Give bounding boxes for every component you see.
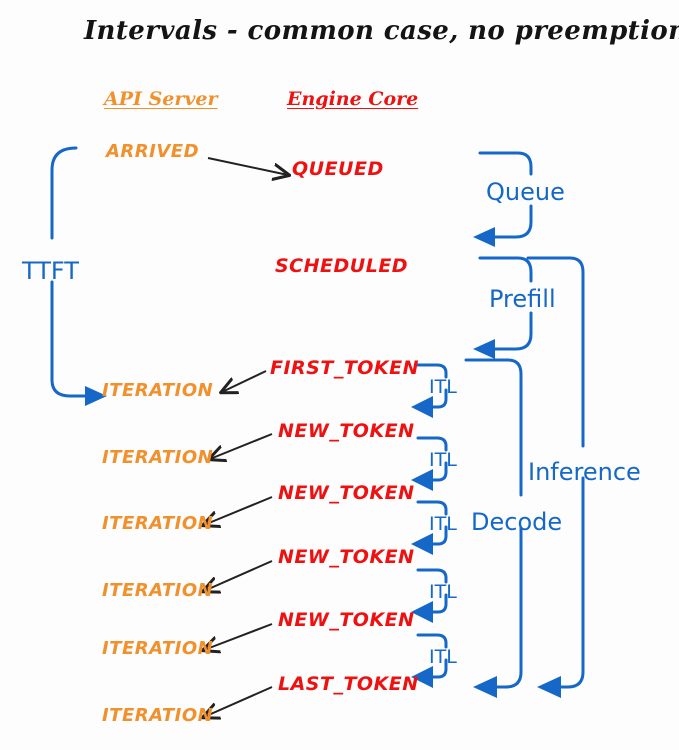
column-header-engine-core: Engine Core [287,88,419,110]
queue-bracket [478,151,533,239]
engine-state-scheduled: SCHEDULED [275,255,409,277]
api-state-iteration: ITERATION [102,380,214,401]
page-title: Intervals - common case, no preemptions [84,16,679,46]
decode-bracket [464,358,523,689]
engine-state-new-token: NEW_TOKEN [278,420,415,442]
queue-arrowhead [473,227,495,247]
ttft-arrowhead [85,386,107,406]
api-state-arrived: ARRIVED [106,141,200,162]
interval-label-queue: Queue [486,178,565,206]
arrow-arrived-to-queued [207,157,288,175]
inference-arrowhead [537,676,561,698]
interval-label-itl: ITL [429,449,457,471]
prefill-arrowhead [473,339,495,359]
engine-state-queued: QUEUED [292,158,384,180]
engine-state-first-token: FIRST_TOKEN [270,357,420,379]
ttft-bracket [50,146,90,398]
engine-state-new-token: NEW_TOKEN [278,482,415,504]
api-state-iteration: ITERATION [102,513,214,534]
engine-state-last-token: LAST_TOKEN [278,673,419,695]
interval-label-itl: ITL [429,376,457,398]
arrow-group-token-to-iteration [204,370,273,717]
interval-label-itl: ITL [429,513,457,535]
interval-label-inference: Inference [528,458,641,486]
itl-brackets [416,363,448,679]
prefill-bracket [478,256,533,351]
itl-arrowheads [411,396,433,688]
api-state-iteration: ITERATION [102,447,214,468]
interval-label-itl: ITL [429,581,457,603]
interval-label-decode: Decode [471,508,563,536]
column-header-api-server: API Server [104,88,218,110]
inference-bracket [526,256,585,689]
api-state-iteration: ITERATION [102,638,214,659]
interval-label-prefill: Prefill [489,285,556,313]
engine-state-new-token: NEW_TOKEN [278,546,415,568]
interval-label-itl: ITL [429,646,457,668]
api-state-iteration: ITERATION [102,580,214,601]
api-state-iteration: ITERATION [102,705,214,726]
engine-state-new-token: NEW_TOKEN [278,609,415,631]
decode-arrowhead [473,676,497,698]
interval-label-ttft: TTFT [22,257,79,285]
